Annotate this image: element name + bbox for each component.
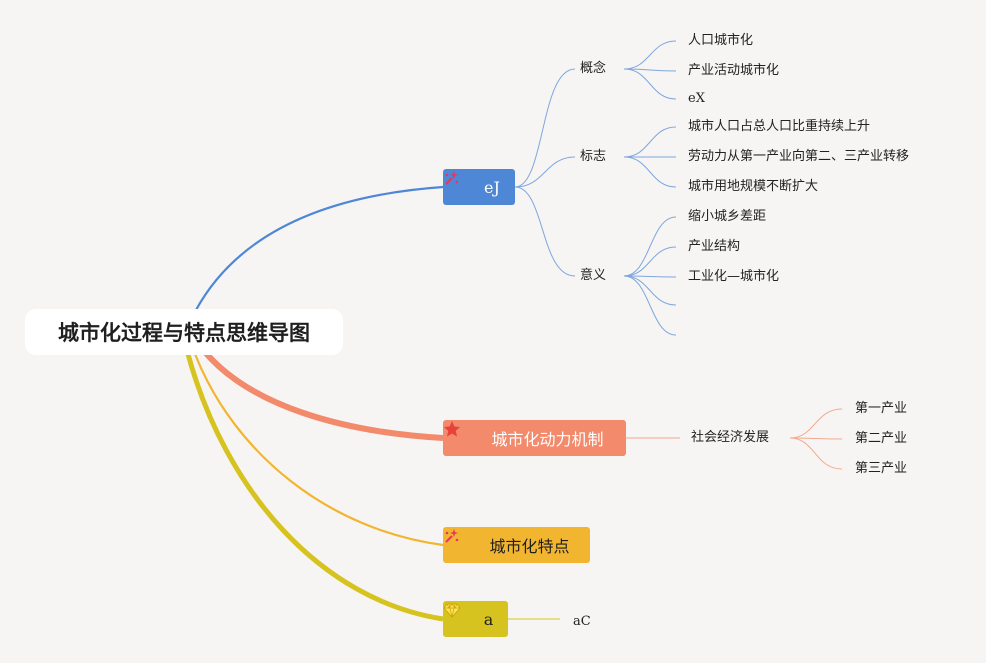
connector-root-branch2 <box>202 350 444 441</box>
connector-root-branch4 <box>185 353 444 622</box>
leaf-node[interactable]: 劳动力从第一产业向第二、三产业转移 <box>688 149 910 164</box>
branch-topic-3[interactable]: 城市化特点 <box>443 527 590 563</box>
branch-topic-4[interactable]: a <box>443 601 508 637</box>
leaf-node[interactable]: 城市人口占总人口比重持续上升 <box>688 119 871 134</box>
root-title: 城市化过程与特点思维导图 <box>58 321 310 345</box>
star-icon <box>444 421 485 448</box>
leaf-node[interactable]: eX <box>688 91 705 106</box>
leaf-node[interactable]: 城市用地规模不断扩大 <box>688 179 819 194</box>
sub-node-shehui[interactable]: 社会经济发展 <box>691 430 770 445</box>
diamond-icon <box>443 603 478 629</box>
sub-node-gainian[interactable]: 概念 <box>580 61 607 76</box>
sub-node-yiyi[interactable]: 意义 <box>580 268 607 283</box>
leaf-node[interactable]: 人口城市化 <box>688 33 754 48</box>
sub-node-biaozhi[interactable]: 标志 <box>580 149 607 164</box>
connector-b1-gainian <box>514 68 576 188</box>
connector-root-branch3 <box>193 353 444 547</box>
branch-4-label: a <box>483 609 494 629</box>
leaf-node[interactable]: 产业活动城市化 <box>688 63 780 78</box>
connector-b1-yiyi <box>514 186 576 277</box>
leaf-node[interactable]: 第三产业 <box>855 461 908 476</box>
branch-topic-2[interactable]: 城市化动力机制 <box>443 420 626 456</box>
connector-root-branch1 <box>195 185 444 311</box>
leaf-node[interactable]: 第一产业 <box>855 401 908 416</box>
connector-b1-biaozhi <box>514 156 576 188</box>
leaf-node[interactable]: 缩小城乡差距 <box>688 209 767 224</box>
sub-node-ac[interactable]: aC <box>573 614 591 629</box>
branch-2-label: 城市化动力机制 <box>491 430 604 449</box>
leaf-node[interactable]: 工业化—城市化 <box>688 269 780 284</box>
branch-1-label: eJ <box>484 177 500 197</box>
root-topic[interactable]: 城市化过程与特点思维导图 <box>26 310 342 354</box>
leaf-node[interactable]: 第二产业 <box>855 431 908 446</box>
leaf-node[interactable]: 产业结构 <box>688 239 741 254</box>
branch-3-label: 城市化特点 <box>489 537 570 556</box>
sparkle-icon <box>445 171 478 197</box>
sparkle-icon <box>445 529 483 555</box>
branch-topic-1[interactable]: eJ <box>443 169 515 205</box>
